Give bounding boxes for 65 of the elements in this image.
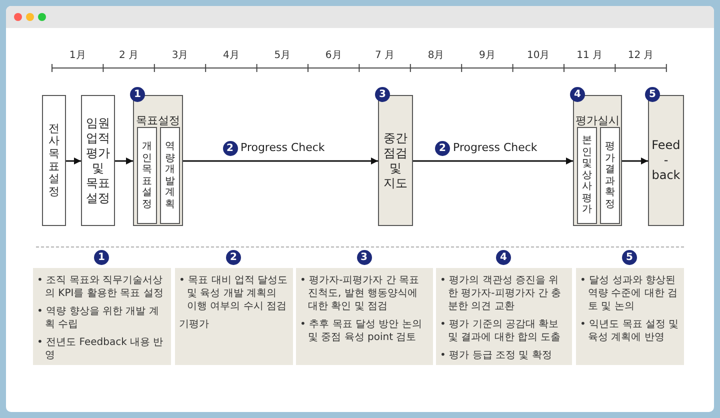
stage-box [133,95,183,226]
month-label: 11 月 [576,49,603,62]
description-panel [296,268,433,365]
box-text: 평가결과 확정 [604,141,616,210]
arrow [622,158,648,164]
process-box [577,127,597,224]
month-label: 3月 [172,49,188,62]
arrow [66,158,81,164]
bullet-text: • 역량 향상을 위한 개발 계획 수립 [37,305,160,331]
month-label: 5月 [274,49,291,62]
process-box [160,127,180,224]
number-badge: 3 [375,87,390,102]
bullet-text: • 조직 목표와 직무기술서상의 KPI를 활용한 목표 설정 [37,274,164,300]
number-badge: 5 [622,250,637,265]
bullet-text: • 목표 대비 업적 달성도 및 육성 개발 계획의 이행 여부의 수시 점검 [179,274,289,313]
month-label: 7 月 [375,49,395,62]
number-badge: 1 [130,87,145,102]
month-label: 10月 [527,49,550,62]
stage-box [573,95,622,226]
group-title: 목표설정 [135,114,181,128]
description-panel [436,268,572,365]
arrow [183,158,378,164]
process-box [137,127,157,224]
month-label: 2 月 [119,49,139,62]
bullet-text: • 평가의 객관성 증진을 위한 평가자-피평가자 간 충분한 의견 교환 [440,274,562,313]
month-label: 12 月 [628,49,654,62]
box-text: 임원 업적 평가 및 목표 설정 [85,116,111,206]
number-badge: 2 [226,250,241,265]
bullet-text: • 익년도 목표 설정 및 육성 계획에 반영 [580,318,680,344]
bullet-text: • 달성 성과와 향상된 역량 수준에 대한 검토 및 논의 [580,274,679,313]
box-text: 본인 및 상사평가 [581,135,593,216]
box-text: 전사 목표 설정 [48,122,60,198]
edge-label: Progress Check [240,141,325,154]
number-badge: 2 [222,141,238,156]
arrow [413,158,573,164]
arrow [115,158,133,164]
number-badge: 1 [94,250,109,265]
number-badge: 4 [570,87,585,102]
number-badge: 4 [496,250,511,265]
month-label: 1月 [69,49,86,62]
box-text: 역량개발계획 [164,141,176,210]
description-panel [576,268,684,365]
number-badge: 3 [356,250,372,265]
edge-label: Progress Check [453,141,538,154]
number-badge: 5 [645,87,660,102]
group-title: 평가실시 [574,114,620,128]
description-panel [175,268,293,365]
bullet-text: • 전년도 Feedback 내용 반영 [37,336,164,362]
month-label: 8月 [428,49,444,62]
process-box [81,95,115,226]
bullet-text: • 평가 등급 조정 및 확정 [440,349,553,362]
description-panel [33,268,171,365]
month-label: 9月 [479,49,496,62]
box-text: 중간 점검 및 지도 [382,130,408,190]
process-box [600,127,620,224]
bullet-text: 기평가 [179,318,210,331]
process-box [42,95,66,226]
number-badge: 2 [435,141,450,156]
bullet-text: • 평가자-피평가자 간 목표 진척도, 발현 행동양식에 대한 확인 및 점검 [300,274,420,313]
bullet-text: • 평가 기준의 공감대 확보 및 결과에 대한 합의 도출 [440,318,562,344]
box-text: 개인목표설정 [141,141,153,210]
month-label: 6月 [325,49,342,62]
month-label: 4月 [223,49,240,62]
box-text: Feed -back [650,138,682,183]
bullet-text: • 추후 목표 달성 방안 논의 및 중점 육성 point 검토 [300,318,423,344]
